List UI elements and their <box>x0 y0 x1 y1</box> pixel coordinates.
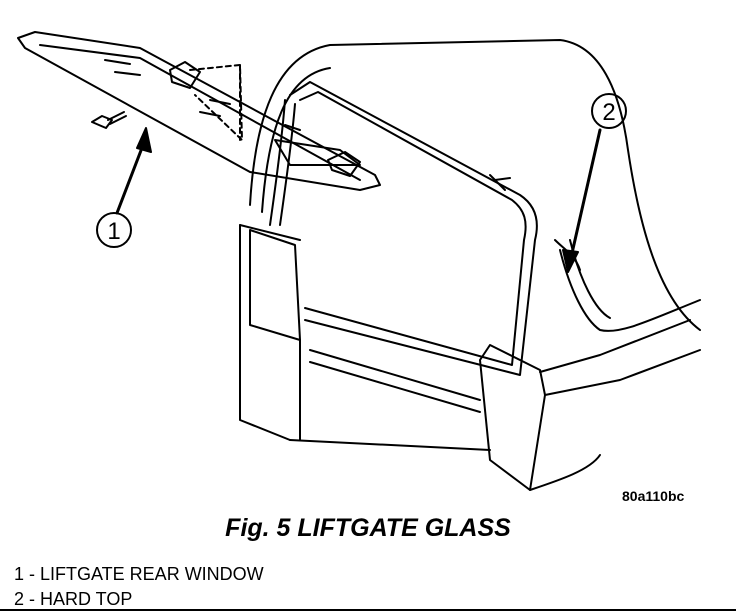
figure-code: 80a110bc <box>622 488 685 504</box>
legend-item-2: 2 - HARD TOP <box>14 589 133 609</box>
callout-2-number: 2 <box>602 99 615 126</box>
callout-1-arrow <box>115 127 152 215</box>
figure-caption: Fig. 5 LIFTGATE GLASS <box>225 514 511 542</box>
liftgate-glass-panel <box>17 31 381 191</box>
bolt <box>91 111 127 129</box>
hard-top-body <box>239 39 701 491</box>
legend-item-1: 1 - LIFTGATE REAR WINDOW <box>14 564 264 584</box>
callout-1-circle <box>96 212 132 248</box>
callout-2-circle <box>591 93 627 129</box>
callout-1-number: 1 <box>107 218 120 245</box>
liftgate-glass-illustration: 1 2 <box>17 31 701 491</box>
liftgate-opening-frame <box>269 81 581 376</box>
callout-2-arrow <box>562 128 602 273</box>
legend: 1 - LIFTGATE REAR WINDOW 2 - HARD TOP <box>14 562 264 612</box>
bottom-rule <box>0 609 736 611</box>
